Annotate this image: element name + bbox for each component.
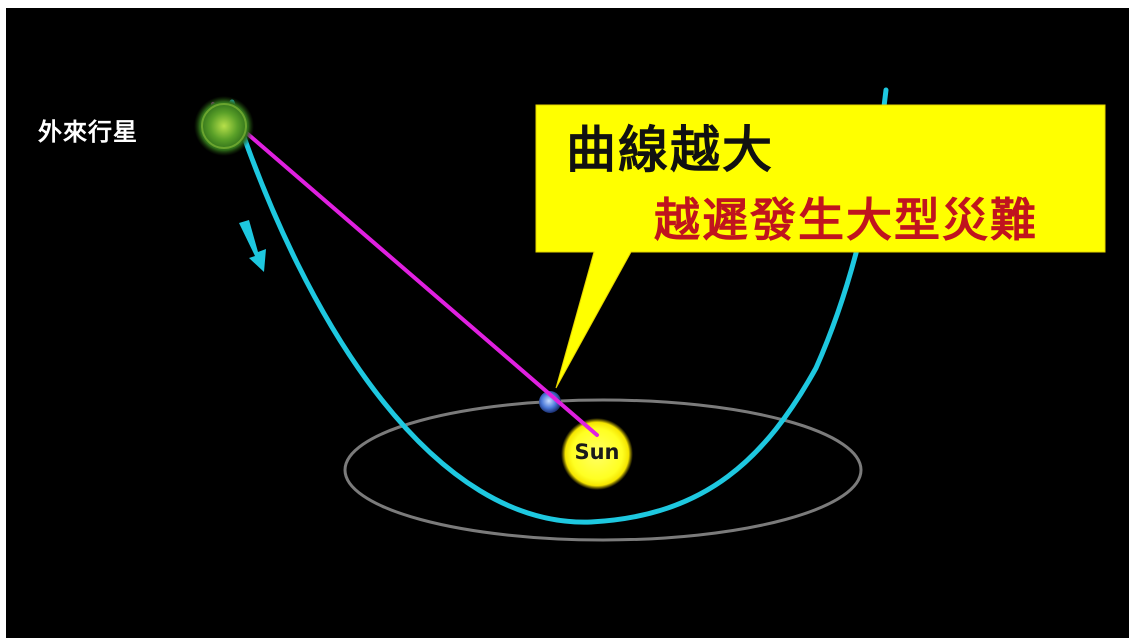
green-planet-icon	[194, 96, 254, 156]
earth-icon	[539, 391, 561, 413]
callout-title: 曲線越大	[566, 121, 774, 179]
callout-subtitle: 越遲發生大型災難	[654, 193, 1038, 247]
sun-icon	[561, 418, 633, 490]
callout-bubble	[535, 104, 1106, 389]
arrow-down-icon	[239, 220, 266, 272]
space-scene: 外來行星 Sun 曲線越大 越遲發生大型災難	[6, 8, 1129, 638]
planet-sun-line	[211, 102, 599, 437]
diagram-canvas	[194, 87, 1106, 542]
planet-label: 外來行星	[38, 118, 138, 146]
earth-orbit	[343, 398, 863, 542]
sun-label: Sun	[574, 440, 620, 464]
